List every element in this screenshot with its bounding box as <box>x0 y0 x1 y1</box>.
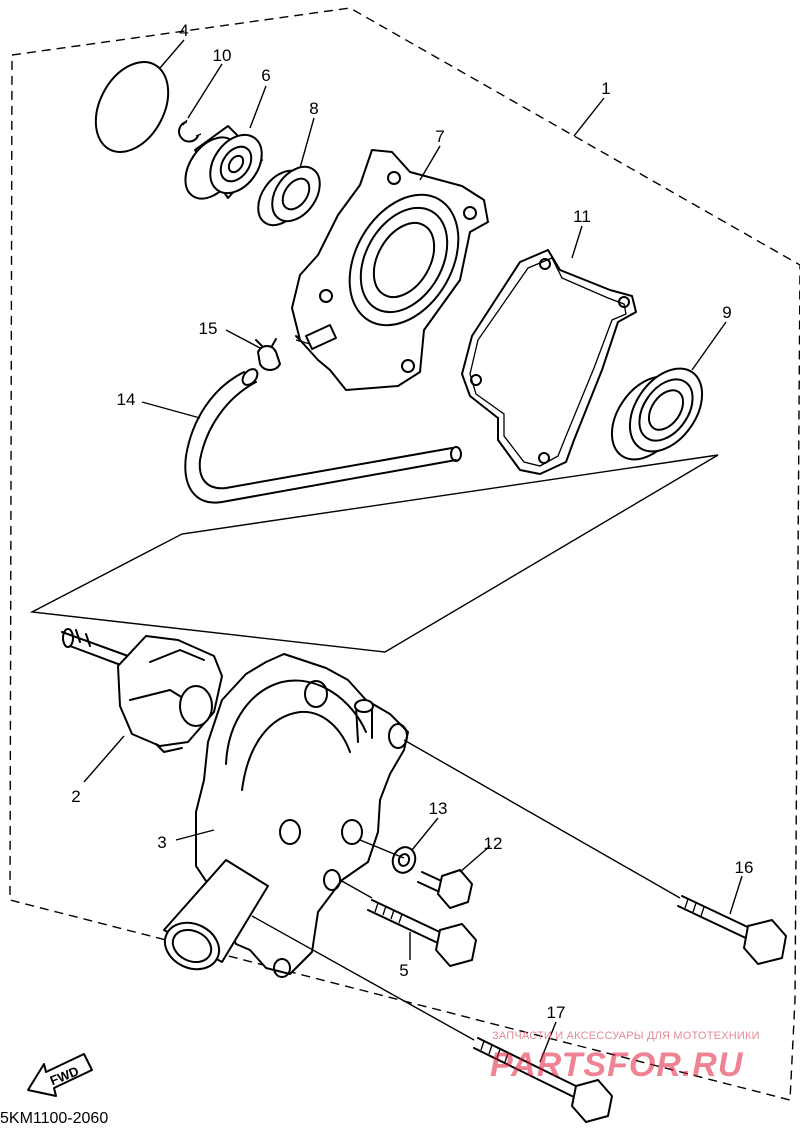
callout-17: 17 <box>547 1003 566 1022</box>
fwd-arrow: FWD <box>27 1053 93 1097</box>
part-7-housing-plate[interactable] <box>291 149 489 391</box>
part-13-washer[interactable] <box>389 844 419 876</box>
callout-9: 9 <box>722 303 731 322</box>
callout-15: 15 <box>199 319 218 338</box>
callout-5: 5 <box>399 961 408 980</box>
part-14-hose[interactable] <box>184 366 462 504</box>
fwd-label: FWD <box>48 1063 81 1088</box>
part-10-circlip[interactable] <box>178 119 202 143</box>
callout-8: 8 <box>309 99 318 118</box>
callout-11: 11 <box>573 207 591 226</box>
watermark-logo: PARTSFOR.RU <box>490 1046 744 1084</box>
callout-1: 1 <box>601 79 610 98</box>
part-16-bolt[interactable] <box>677 895 787 965</box>
assembly-boundary <box>9 7 800 1101</box>
part-5-bolt[interactable] <box>367 899 477 967</box>
callout-leaders <box>83 39 743 1063</box>
part-11-gasket[interactable] <box>461 249 637 475</box>
watermark-tagline: ЗАПЧАСТИ И АКСЕССУАРЫ ДЛЯ МОТОТЕХНИКИ <box>492 1030 760 1042</box>
callout-2: 2 <box>71 787 80 806</box>
part-9-mechanical-seal[interactable] <box>597 355 717 473</box>
callout-16: 16 <box>735 858 754 877</box>
part-6-bearing[interactable] <box>174 125 272 208</box>
callout-13: 13 <box>429 799 448 818</box>
section-boundary <box>29 454 719 653</box>
callout-6: 6 <box>261 66 270 85</box>
callout-10: 10 <box>213 46 232 65</box>
callout-12: 12 <box>484 834 503 853</box>
callout-4: 4 <box>179 21 188 40</box>
callout-labels: 4 10 6 8 7 1 11 9 15 14 2 3 13 12 5 16 1… <box>71 21 753 1022</box>
part-3-pump-housing[interactable] <box>157 653 409 978</box>
part-17-bolt[interactable] <box>473 1037 613 1123</box>
callout-14: 14 <box>117 390 136 409</box>
part-8-seal[interactable] <box>248 158 329 234</box>
part-4-o-ring[interactable] <box>81 50 183 165</box>
part-2-impeller-shaft[interactable] <box>61 628 223 753</box>
drawing-code: 5KM1100-2060 <box>0 1110 109 1127</box>
callout-3: 3 <box>157 833 166 852</box>
callout-7: 7 <box>435 127 444 146</box>
alignment-lines <box>251 339 681 1041</box>
part-15-hose-clamp[interactable] <box>255 338 281 371</box>
part-12-bolt[interactable] <box>417 869 473 909</box>
